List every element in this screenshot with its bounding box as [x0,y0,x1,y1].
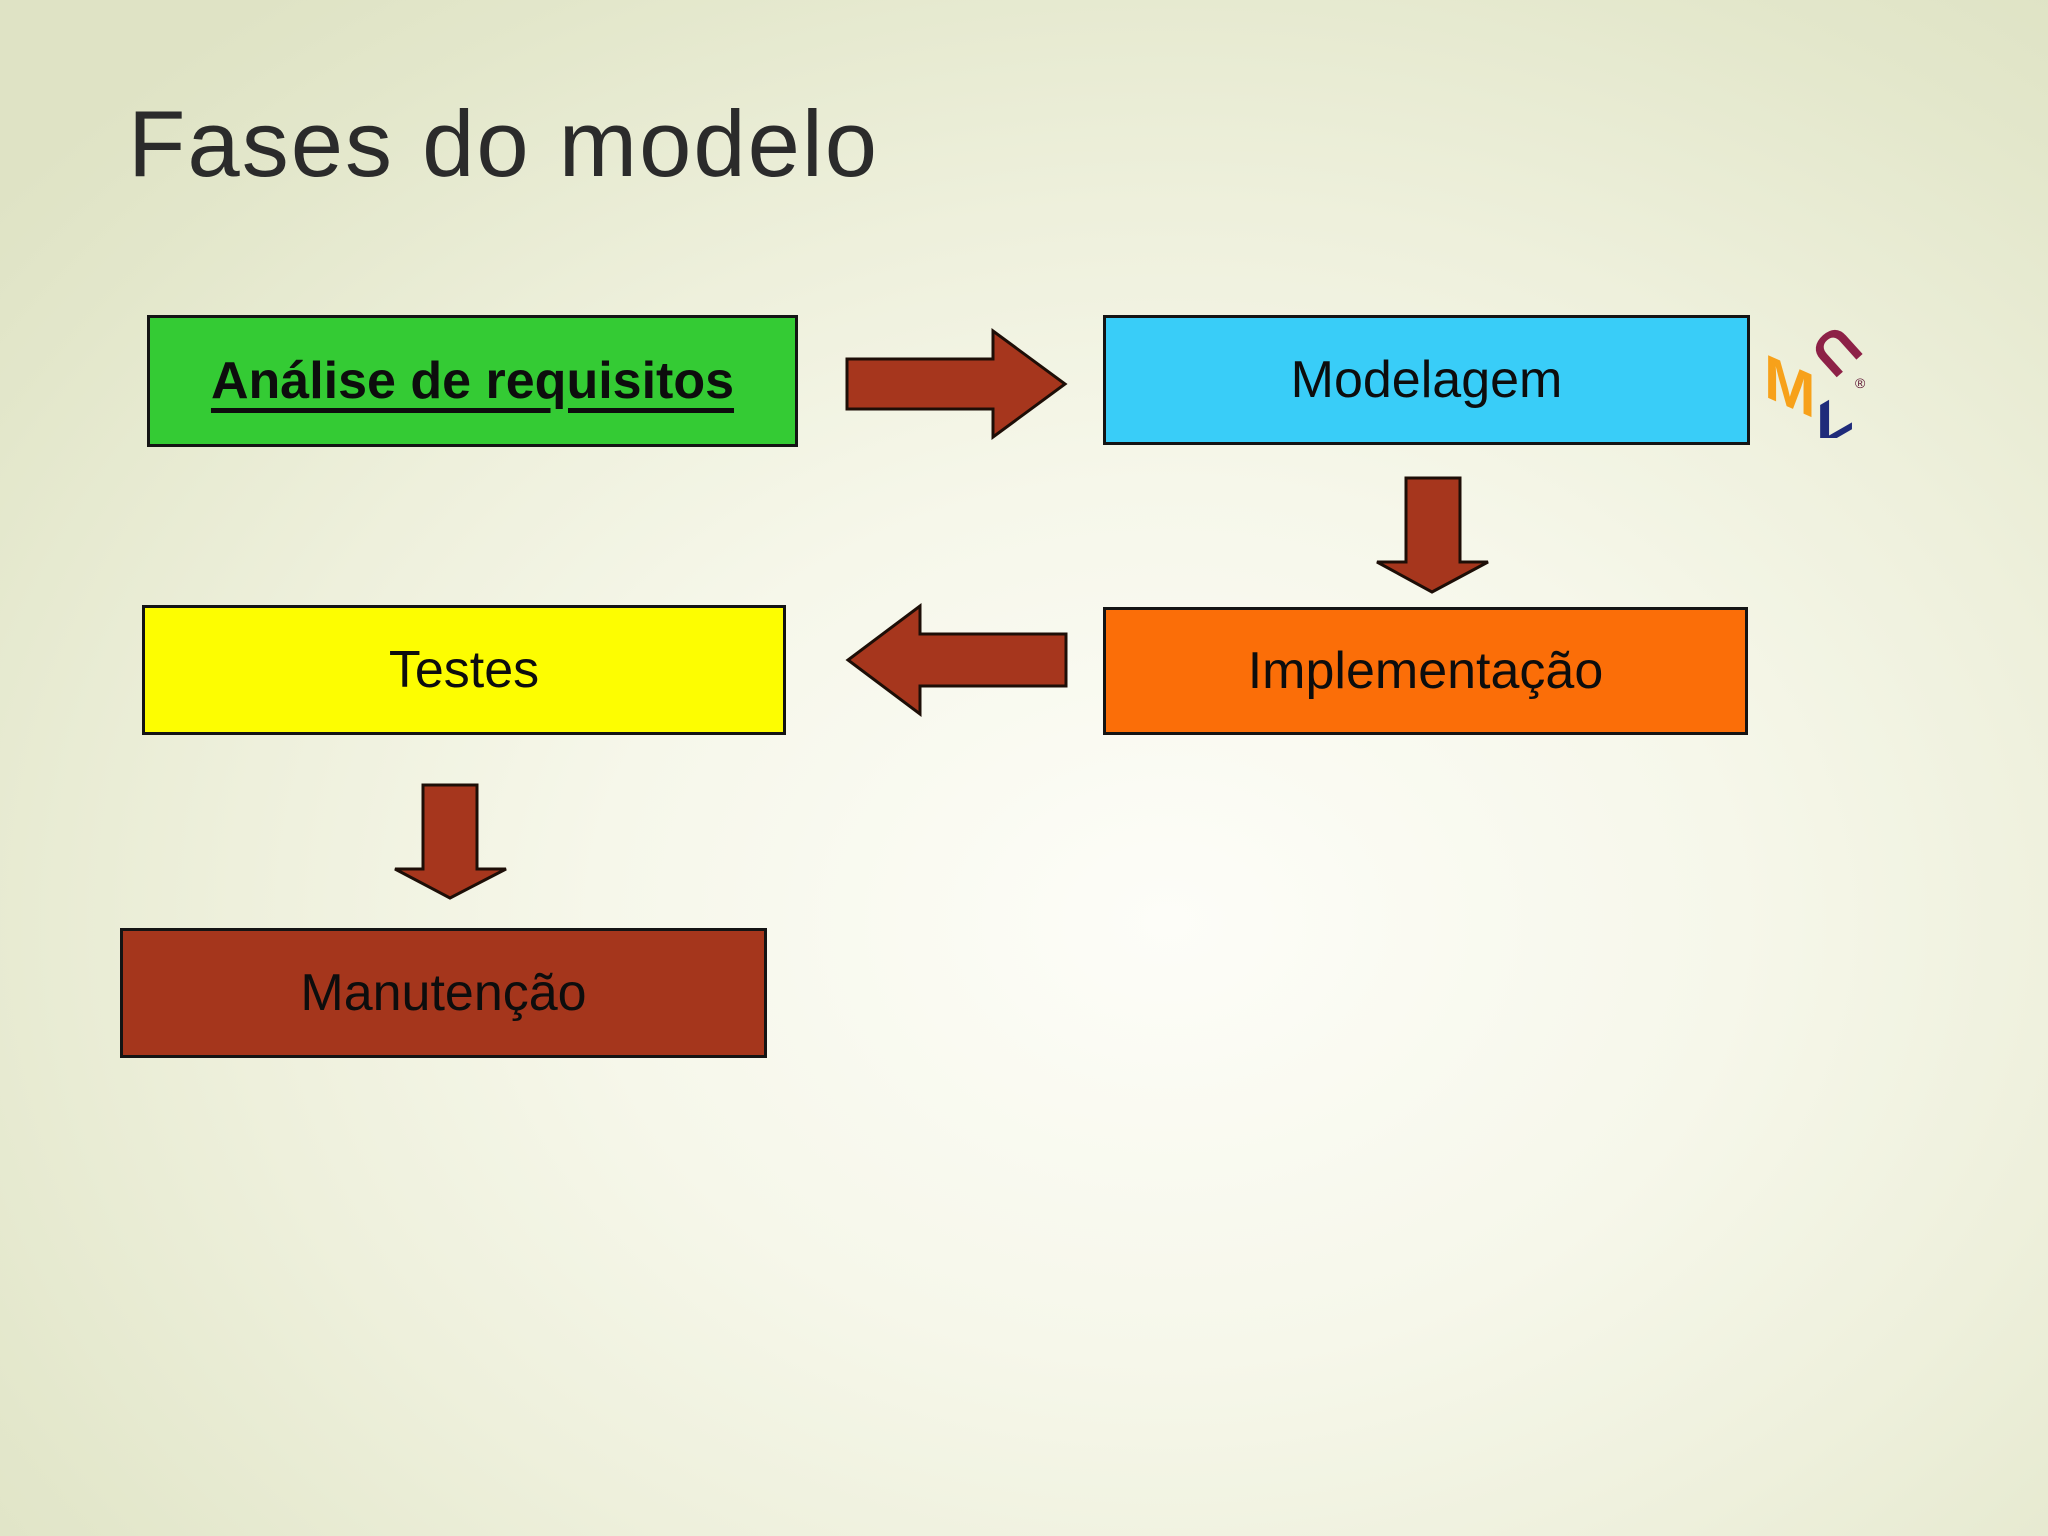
node-analise-label: Análise de requisitos [210,352,735,410]
node-testes: Testes [142,605,786,735]
arrow-down-icon [1376,476,1489,594]
node-manutencao: Manutenção [120,928,767,1058]
node-implementacao: Implementação [1103,607,1748,735]
node-modelagem: Modelagem [1103,315,1750,445]
uml-logo-registered-mark: ® [1855,375,1866,391]
page-title: Fases do modelo [128,91,880,196]
node-modelagem-label: Modelagem [1290,351,1563,409]
node-manutencao-label: Manutenção [300,964,587,1022]
node-analise-de-requisitos: Análise de requisitos [147,315,798,447]
uml-logo-letter-l: L [1816,373,1854,438]
node-implementacao-label: Implementação [1247,642,1604,700]
uml-logo-letter-m: M [1764,340,1816,433]
uml-logo-icon: U M L ® [1764,312,1869,438]
arrow-right-icon [845,328,1068,440]
node-testes-label: Testes [388,641,540,699]
arrow-left-icon [845,603,1068,717]
arrow-down-icon [394,783,507,900]
